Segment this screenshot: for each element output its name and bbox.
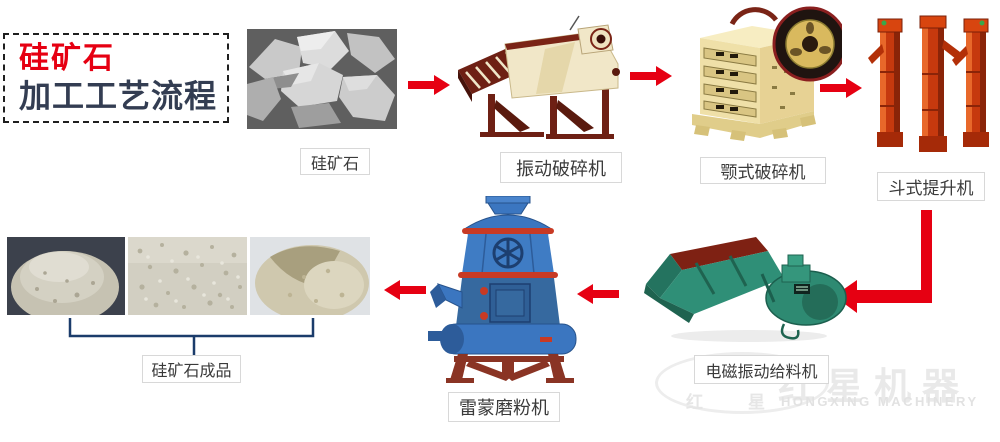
electromagnetic-vibrating-feeder-image — [644, 237, 847, 342]
arrow-head — [577, 284, 593, 304]
flow-arrow-2-right — [630, 66, 672, 86]
vibrating-crusher-image — [458, 15, 620, 139]
title-box: 硅矿石 加工工艺流程 — [3, 33, 229, 123]
finished-product-photo-3 — [250, 237, 370, 315]
arrow-head — [384, 280, 400, 300]
flow-arrow-6-left — [384, 280, 426, 300]
jaw-crusher-image — [692, 6, 842, 141]
arrow-shaft — [399, 286, 426, 294]
title-line1: 硅矿石 — [19, 42, 115, 75]
label-electromagnetic-vibrating-feeder: 电磁振动给料机 — [694, 355, 829, 384]
title-line2: 加工工艺流程 — [19, 78, 218, 114]
arrow-head — [846, 78, 862, 98]
arrow-head — [656, 66, 672, 86]
label-raymond-mill: 雷蒙磨粉机 — [448, 392, 560, 422]
finished-product-photo-2 — [128, 237, 247, 315]
arrow-head — [434, 75, 450, 95]
silicon-ore-photo — [247, 29, 397, 129]
watermark-brand-en: HONGXING MACHINERY — [781, 394, 979, 409]
label-bucket-elevator: 斗式提升机 — [877, 172, 985, 201]
arrow-shaft — [408, 81, 435, 89]
arrow-shaft — [630, 72, 657, 80]
watermark-seal-char-right: 星 — [748, 393, 765, 412]
arrow-shaft — [820, 84, 847, 92]
flow-arrow-1-right — [408, 75, 450, 95]
flow-arrow-3-right — [820, 78, 862, 98]
product-group-bracket — [68, 318, 315, 355]
arrow-shaft — [592, 290, 619, 298]
label-jaw-crusher: 颚式破碎机 — [700, 157, 826, 184]
watermark-seal-char-left: 红 — [686, 393, 703, 412]
raymond-mill-image — [428, 196, 577, 383]
finished-product-photo-1 — [7, 237, 125, 315]
label-vibrating-crusher: 振动破碎机 — [500, 152, 622, 183]
label-finished-product: 硅矿石成品 — [142, 355, 241, 383]
bucket-elevator-image — [868, 15, 989, 152]
label-silicon-ore: 硅矿石 — [300, 148, 370, 175]
flow-arrow-5-left — [577, 284, 619, 304]
